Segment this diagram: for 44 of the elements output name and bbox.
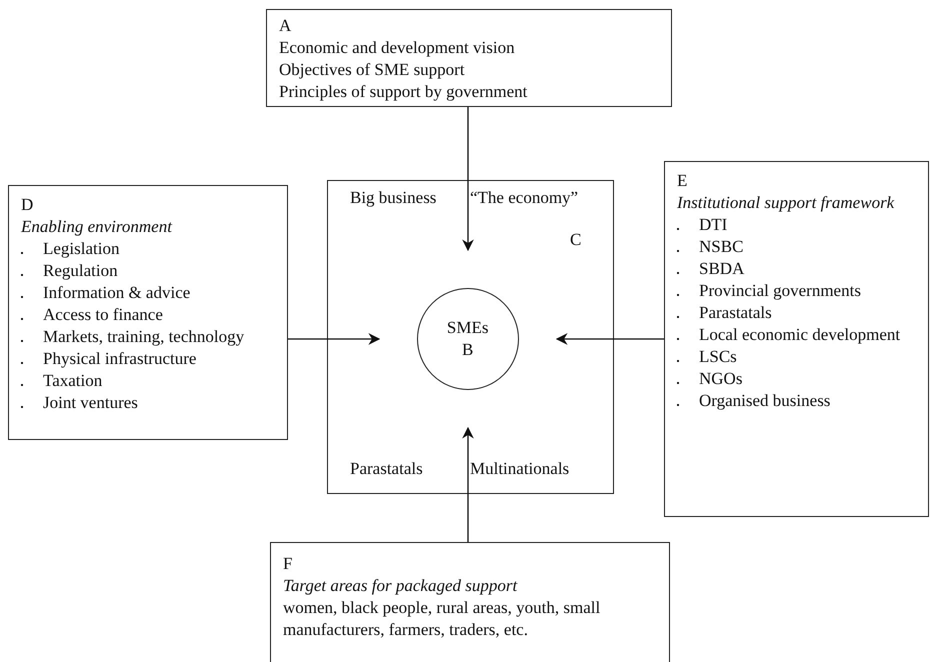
box-heading: Enabling environment [21, 216, 174, 238]
list-item: Legislation [21, 238, 275, 260]
text-box [664, 161, 929, 517]
sector-label: Big business [350, 187, 436, 209]
box-letter: C [570, 229, 582, 251]
list-item: Provincial governments [677, 280, 916, 302]
list-item: Information & advice [21, 282, 275, 304]
text-box [8, 185, 288, 440]
list-item: Parastatals [677, 302, 916, 324]
box-letter: D [21, 194, 34, 216]
list-item: Regulation [21, 260, 275, 282]
box-text: women, black people, rural areas, youth, small manufacturers, farmers, traders, etc. [283, 597, 602, 641]
list-item: Physical infrastructure [21, 348, 275, 370]
economy-box [327, 180, 614, 494]
list-item: Joint ventures [21, 392, 275, 414]
list-item: NGOs [677, 368, 916, 390]
circle-label: B [462, 338, 474, 361]
list-item: DTI [677, 214, 916, 236]
list-item: Organised business [677, 390, 916, 412]
box-text: Economic and development vision [279, 37, 516, 59]
list-item: NSBC [677, 236, 916, 258]
box-heading: Institutional support framework [677, 192, 896, 214]
text-box [266, 9, 672, 107]
list-item: Access to finance [21, 304, 275, 326]
arrow [462, 426, 474, 542]
text-box [270, 542, 670, 662]
list-item: LSCs [677, 346, 916, 368]
sector-label: Parastatals [350, 458, 423, 480]
box-letter: A [279, 15, 292, 37]
list-item: Markets, training, technology [21, 326, 275, 348]
list-item: SBDA [677, 258, 916, 280]
box-text: Principles of support by government [279, 81, 528, 103]
box-letter: E [677, 170, 688, 192]
circle-label: SMEs [446, 316, 488, 339]
box-text: Objectives of SME support [279, 59, 466, 81]
sector-label: Multinationals [470, 458, 570, 480]
arrow [288, 333, 380, 345]
sector-label: “The economy” [470, 187, 578, 209]
arrow [556, 333, 664, 345]
arrow [462, 107, 474, 252]
list-item: Taxation [21, 370, 275, 392]
box-heading: Target areas for packaged support [283, 575, 518, 597]
list-item: Local economic development [677, 324, 916, 346]
box-letter: F [283, 553, 294, 575]
